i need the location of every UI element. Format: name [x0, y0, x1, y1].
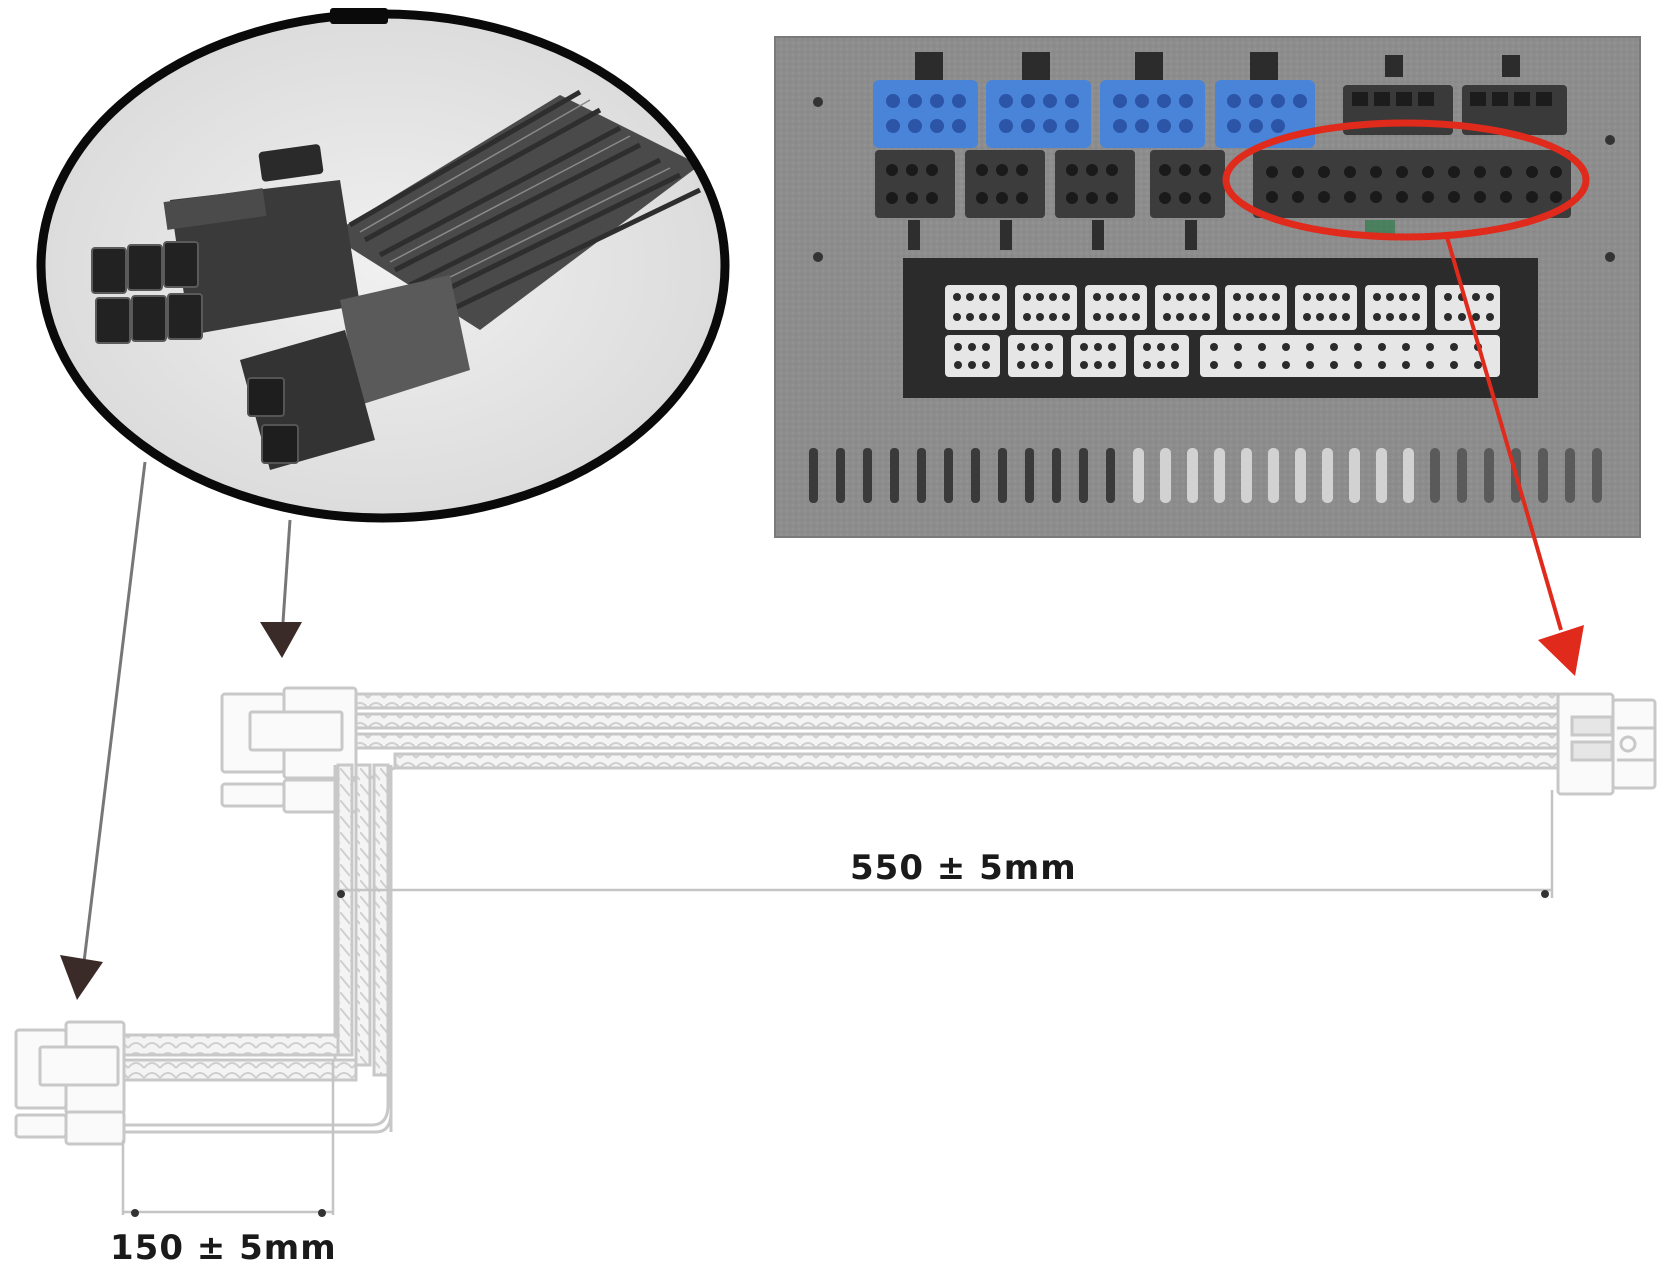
- cable-drawing: [14, 686, 1657, 1146]
- blue-port-3: [1100, 80, 1205, 148]
- first-gpu-connector: [220, 686, 358, 814]
- blue-ports: [873, 80, 1315, 148]
- blue-port-4: [1215, 80, 1315, 148]
- blue-port-1: [873, 80, 978, 148]
- arrow-to-psu-end-connector: [1445, 236, 1584, 676]
- second-gpu-connector: [14, 1020, 126, 1146]
- connector-2pin-addon: [240, 275, 470, 470]
- branch-wire-bundle: [118, 1033, 393, 1134]
- psu-end-connector: [1556, 692, 1657, 796]
- arrow-to-second-connector: [60, 461, 147, 1000]
- connector-6pin: [91, 144, 360, 344]
- dimension-550: [337, 790, 1554, 898]
- arrow-to-first-connector: [260, 519, 302, 658]
- psu-24pin-port: [1253, 150, 1571, 234]
- top-latch-tabs: [915, 52, 1520, 82]
- arrow-head-icon: [1538, 625, 1584, 676]
- braided-cable-bundle: [330, 89, 702, 330]
- black-second-row-ports: [875, 150, 1225, 250]
- highlight-ellipse: [1222, 119, 1590, 241]
- arrow-head-icon: [260, 622, 302, 658]
- psu-label-panel: [903, 258, 1538, 398]
- dimension-label-150: 150 ± 5mm: [110, 1228, 337, 1268]
- dimension-label-550: 550 ± 5mm: [850, 848, 1077, 888]
- vertical-wire-bundle: [333, 763, 393, 1132]
- arrow-head-icon: [60, 955, 103, 1000]
- connector-photo: [36, 8, 730, 523]
- dimension-150: [121, 1060, 335, 1217]
- main-wire-bundle: [353, 692, 1560, 791]
- blue-port-2: [986, 80, 1091, 148]
